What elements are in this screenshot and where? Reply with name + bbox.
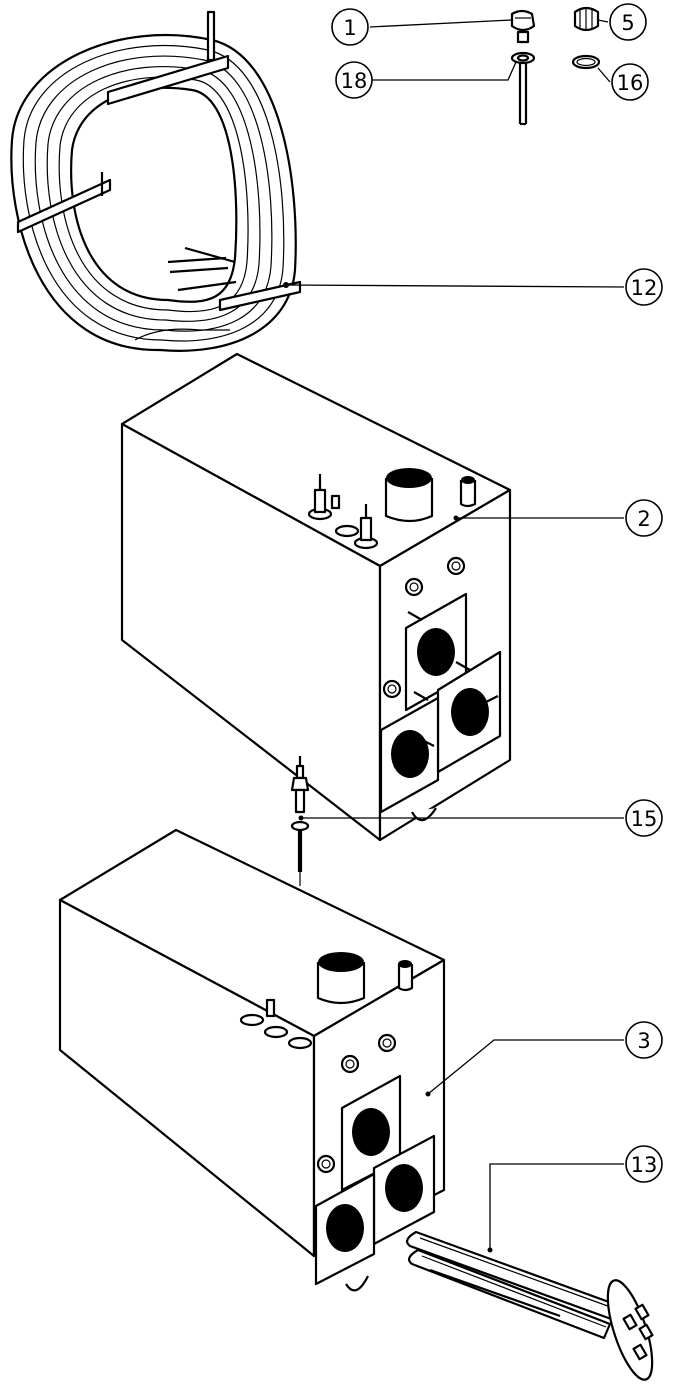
callout-label-18: 18 <box>341 69 368 93</box>
heating-element <box>406 1230 654 1381</box>
knob-with-rod <box>510 9 536 126</box>
callout-label-12: 12 <box>631 276 658 300</box>
callout-2: 2 <box>625 499 663 537</box>
callout-label-5: 5 <box>621 11 634 35</box>
callout-label-15: 15 <box>631 807 658 831</box>
callout-label-13: 13 <box>631 1153 658 1177</box>
callout-label-1: 1 <box>343 16 356 40</box>
callout-5: 5 <box>609 3 647 41</box>
callout-18: 18 <box>335 61 373 99</box>
callout-label-3: 3 <box>637 1029 650 1053</box>
callout-15: 15 <box>625 799 663 837</box>
callout-13: 13 <box>625 1145 663 1183</box>
callout-label-16: 16 <box>617 71 644 95</box>
boiler-tank-upper <box>120 352 512 842</box>
callout-12: 12 <box>625 268 663 306</box>
callout-1: 1 <box>331 8 369 46</box>
leader-lines <box>285 19 625 1250</box>
callout-3: 3 <box>625 1021 663 1059</box>
boiler-tank-lower <box>58 828 446 1292</box>
callout-16: 16 <box>611 63 649 101</box>
cap-part <box>573 6 600 32</box>
callout-label-2: 2 <box>637 507 650 531</box>
seal-ring-part <box>571 54 601 70</box>
coil-heat-exchanger <box>10 10 302 352</box>
